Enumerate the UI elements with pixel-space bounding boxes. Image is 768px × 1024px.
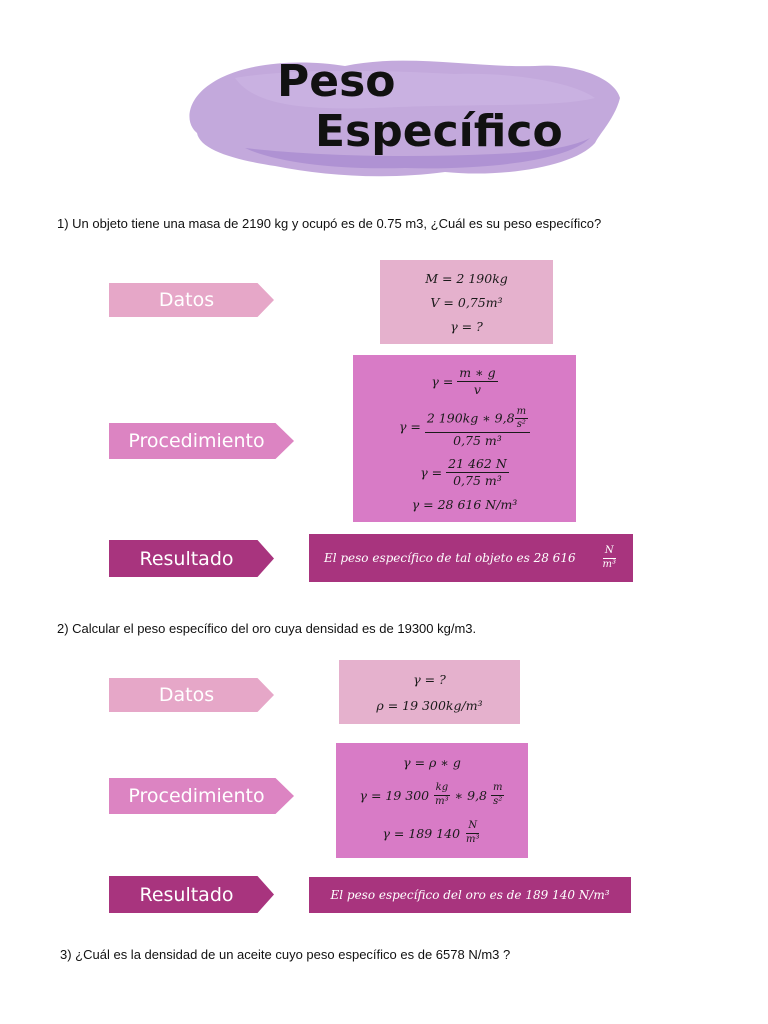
datos-mass: M = 2 190kg xyxy=(425,270,508,286)
numerator: m ∗ g xyxy=(457,365,498,382)
denominator: v xyxy=(473,381,481,397)
datos-label-2: Datos xyxy=(109,678,274,712)
unit-num: N xyxy=(466,820,480,834)
unit-den: s² xyxy=(493,795,503,807)
unit-den: s² xyxy=(516,419,526,431)
question-1: 1) Un objeto tiene una masa de 2190 kg y… xyxy=(57,216,602,231)
eq-lhs: γ = 189 140 xyxy=(382,825,461,841)
unit-num: N xyxy=(602,545,616,559)
datos-density: ρ = 19 300kg/m³ xyxy=(376,697,483,713)
resultado-box-2: El peso específico del oro es de 189 140… xyxy=(309,877,631,913)
numerator: 21 462 N xyxy=(446,456,509,474)
watercolor-splash xyxy=(189,60,620,177)
procedimiento-label-1: Procedimiento xyxy=(109,423,294,459)
unit-den: m³ xyxy=(466,833,480,845)
title-banner: Peso Específico xyxy=(175,38,625,188)
title-line2: Específico xyxy=(315,106,563,157)
resultado-label-2: Resultado xyxy=(109,876,274,913)
eq-mid: ∗ 9,8 xyxy=(454,787,487,803)
datos-gamma: γ = ? xyxy=(450,318,483,334)
procedimiento-label-2: Procedimiento xyxy=(109,778,294,814)
resultado-box-1: El peso específico de tal objeto es 28 6… xyxy=(309,534,633,582)
eq-lhs: γ = xyxy=(398,419,421,435)
unit-num: kg xyxy=(433,782,451,796)
eq-lhs: γ = xyxy=(431,373,454,389)
title-line1: Peso xyxy=(277,56,396,107)
result-text-2: El peso específico del oro es de 189 140… xyxy=(330,888,610,902)
proc1-line4: γ = 28 616 N/m³ xyxy=(411,496,518,512)
denominator: 0,75 m³ xyxy=(453,432,502,448)
numerator-text: 2 190kg ∗ 9,8 xyxy=(426,410,515,426)
unit-num: m xyxy=(491,782,505,796)
datos-box-2: γ = ? ρ = 19 300kg/m³ xyxy=(339,660,520,724)
eq-lhs: γ = xyxy=(420,465,443,481)
unit-num: m xyxy=(514,406,529,420)
unit-den: m³ xyxy=(602,558,617,570)
question-3: 3) ¿Cuál es la densidad de un aceite cuy… xyxy=(60,947,511,962)
question-2: 2) Calcular el peso específico del oro c… xyxy=(57,621,477,636)
proc2-line1: γ = ρ ∗ g xyxy=(403,755,461,770)
datos-volume: V = 0,75m³ xyxy=(430,294,503,310)
resultado-label-1: Resultado xyxy=(109,540,274,577)
result-text-1: El peso específico de tal objeto es 28 6… xyxy=(323,551,576,565)
denominator: 0,75 m³ xyxy=(453,473,502,489)
datos-label-1: Datos xyxy=(109,283,274,317)
unit-den: m³ xyxy=(435,795,449,807)
eq-lhs: γ = 19 300 xyxy=(359,787,430,803)
datos-box-1: M = 2 190kg V = 0,75m³ γ = ? xyxy=(380,260,553,344)
datos-gamma: γ = ? xyxy=(413,671,446,687)
